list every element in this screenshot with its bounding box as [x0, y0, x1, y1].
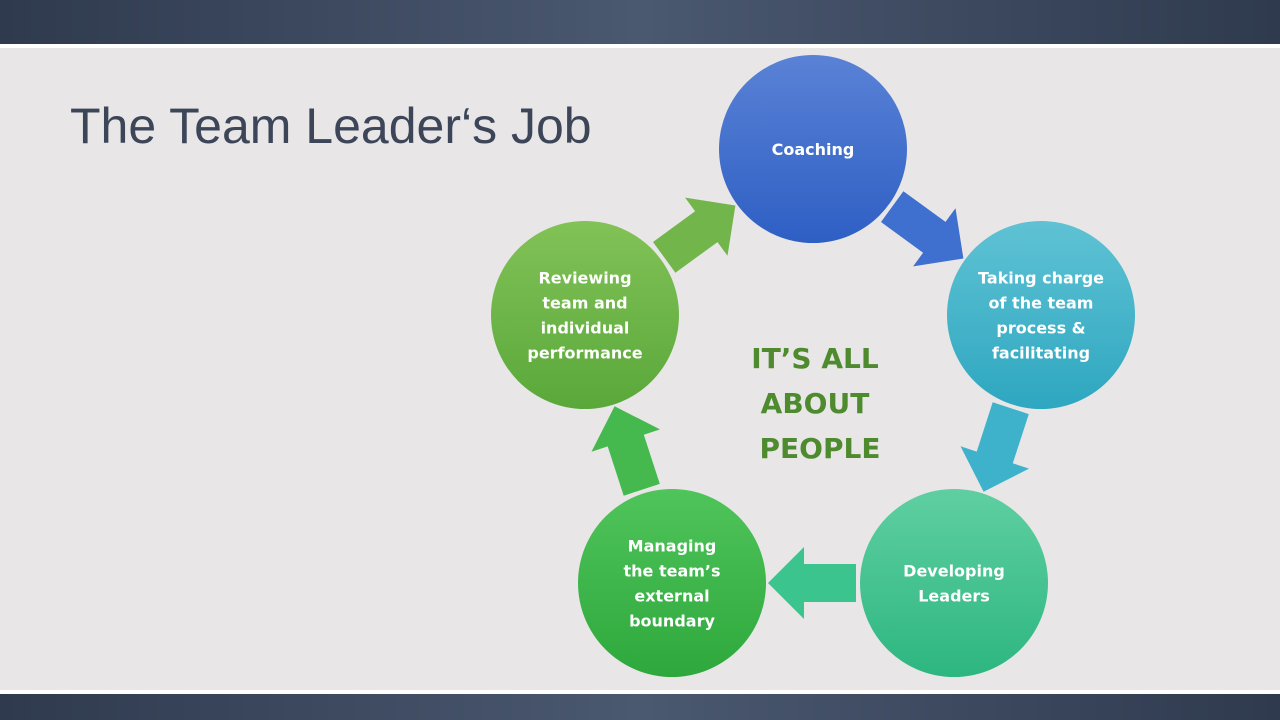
node-label-line: facilitating — [992, 344, 1090, 363]
node-label-line: of the team — [989, 294, 1094, 313]
cycle-arrow — [960, 402, 1029, 492]
node-coaching: Coaching — [719, 55, 907, 243]
node-label-line: the team’s — [623, 562, 720, 581]
top-rule — [0, 44, 1280, 48]
bottom-band — [0, 694, 1280, 720]
cycle-arrow — [881, 191, 964, 267]
center-text-line: IT’S ALL — [751, 342, 879, 375]
node-label-line: Managing — [628, 537, 717, 556]
center-text-line: ABOUT — [761, 387, 870, 420]
top-band — [0, 0, 1280, 44]
cycle-arrow — [768, 547, 856, 619]
node-label-line: Developing — [903, 562, 1005, 581]
center-text-line: PEOPLE — [760, 432, 881, 465]
node-label-line: process & — [996, 319, 1085, 338]
node-label-line: Coaching — [772, 140, 855, 159]
node-circle-reviewing-performance — [491, 221, 679, 409]
node-taking-charge: Taking charge of the team process & facilit… — [947, 221, 1135, 409]
node-label-line: individual — [541, 319, 630, 338]
node-label-line: team and — [542, 294, 627, 313]
node-circle-developing-leaders — [860, 489, 1048, 677]
bottom-rule — [0, 690, 1280, 694]
node-label-line: Reviewing — [538, 269, 631, 288]
node-circle-taking-charge — [947, 221, 1135, 409]
node-label-line: performance — [527, 344, 642, 363]
node-managing-boundary: Managing the team’s external boundary — [578, 489, 766, 677]
cycle-arrow — [653, 197, 736, 273]
slide-title: The Team Leader‘s Job — [70, 98, 592, 154]
arrows-layer — [591, 191, 1029, 619]
node-label-line: external — [634, 587, 709, 606]
node-circle-managing-boundary — [578, 489, 766, 677]
node-reviewing-performance: Reviewing team and individual performance — [491, 221, 679, 409]
center-text: IT’S ALL ABOUT PEOPLE — [751, 342, 880, 465]
node-label-line: boundary — [629, 612, 715, 631]
node-label-line: Taking charge — [978, 269, 1104, 288]
cycle-arrow — [591, 406, 660, 496]
node-label-line: Leaders — [918, 587, 990, 606]
node-circle-coaching — [719, 55, 907, 243]
